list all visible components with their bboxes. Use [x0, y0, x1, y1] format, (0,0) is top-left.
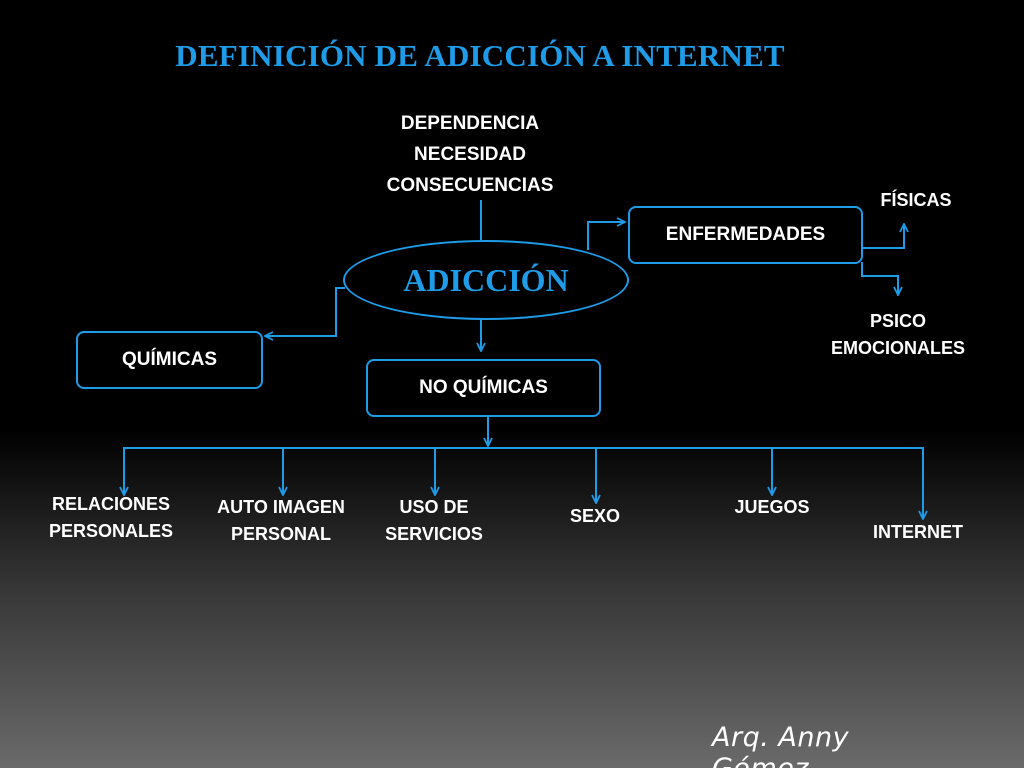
- label-uso-de-servicios: USO DE SERVICIOS: [364, 494, 504, 548]
- label-uso-de: USO DE: [399, 497, 469, 517]
- node-adiccion: ADICCIÓN: [343, 240, 629, 320]
- label-sexo: SEXO: [569, 506, 621, 526]
- connector-fisicas: [862, 225, 904, 249]
- connector-quimicas: [266, 287, 345, 336]
- connector-psico: [861, 262, 898, 294]
- slide-title: DEFINICIÓN DE ADICCIÓN A INTERNET: [175, 38, 785, 73]
- label-juegos: JUEGOS: [734, 497, 810, 517]
- label-personal: PERSONAL: [230, 524, 331, 544]
- label-psico-emocionales: PSICO EMOCIONALES: [808, 308, 988, 362]
- node-no-quimicas-label: NO QUÍMICAS: [419, 377, 548, 398]
- label-consecuencias: CONSECUENCIAS: [386, 175, 554, 196]
- node-no-quimicas: NO QUÍMICAS: [366, 359, 601, 417]
- label-necesidad: NECESIDAD: [414, 144, 526, 165]
- label-relaciones: RELACIONES: [51, 494, 170, 514]
- label-emocionales: EMOCIONALES: [830, 338, 965, 358]
- label-personales: PERSONALES: [48, 521, 174, 541]
- label-relaciones-personales: RELACIONES PERSONALES: [31, 491, 191, 545]
- label-auto-imagen: AUTO IMAGEN: [217, 497, 345, 517]
- label-fisicas: FÍSICAS: [880, 190, 952, 210]
- top-labels: DEPENDENCIA NECESIDAD CONSECUENCIAS: [340, 108, 600, 201]
- label-dependencia: DEPENDENCIA: [400, 113, 540, 134]
- connector-enfermedades: [587, 222, 624, 250]
- node-enfermedades-label: ENFERMEDADES: [665, 224, 826, 245]
- node-quimicas: QUÍMICAS: [76, 331, 263, 389]
- node-enfermedades: ENFERMEDADES: [628, 206, 863, 264]
- label-psico: PSICO: [869, 311, 926, 331]
- author-signature: Arq. Anny Gómez: [712, 722, 850, 768]
- node-quimicas-label: QUÍMICAS: [122, 349, 217, 370]
- label-internet: INTERNET: [873, 522, 963, 542]
- label-auto-imagen-personal: AUTO IMAGEN PERSONAL: [198, 494, 364, 548]
- label-servicios: SERVICIOS: [385, 524, 483, 544]
- node-adiccion-label: ADICCIÓN: [403, 261, 569, 298]
